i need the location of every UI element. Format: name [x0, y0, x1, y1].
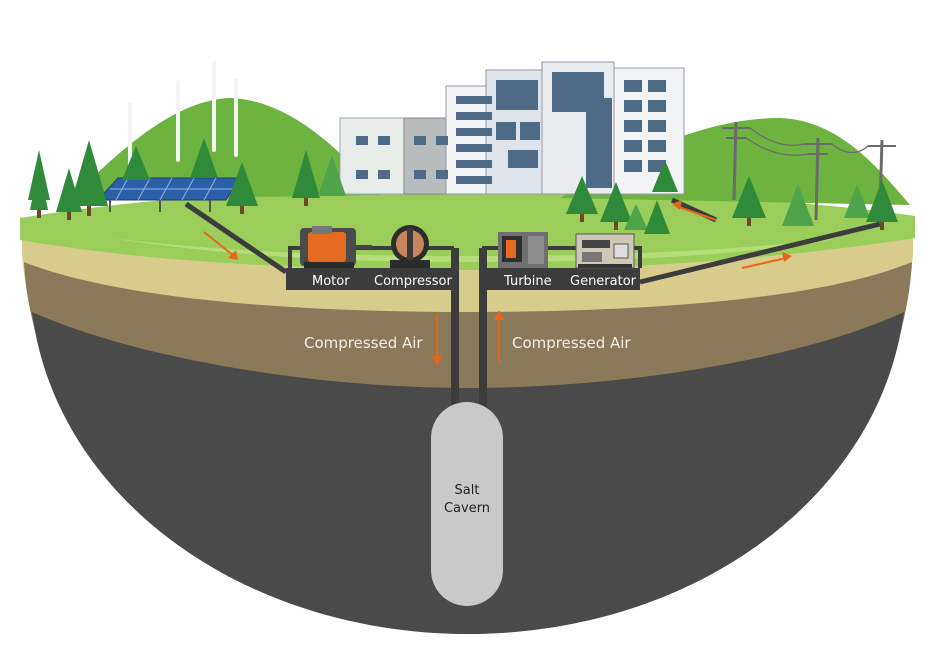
input-cable	[184, 201, 288, 275]
turbine-label: Turbine	[503, 274, 552, 289]
flow-arrows	[203, 200, 792, 366]
building-icon	[339, 117, 411, 195]
motor-icon	[300, 226, 372, 268]
arrow-grid-out-icon	[741, 252, 792, 269]
tree-icon	[566, 176, 598, 222]
tree-icon	[844, 184, 870, 218]
power-pole-icon	[722, 121, 750, 201]
arrow-grid-in-icon	[672, 200, 717, 221]
tree-icon	[732, 176, 766, 226]
compressed-air-down-label: Compressed Air	[304, 334, 423, 352]
arrow-down-icon	[432, 314, 442, 366]
compressed-air-up-label: Compressed Air	[512, 334, 631, 352]
tree-icon	[190, 138, 218, 178]
wind-turbine-icon	[194, 20, 242, 152]
down-shaft	[451, 248, 459, 408]
compressor-icon	[390, 225, 430, 268]
tree-icon	[122, 146, 150, 180]
solar-panel-icon	[96, 177, 241, 212]
tree-icon	[782, 184, 814, 226]
wind-turbines	[106, 20, 268, 177]
salt-cavern	[431, 402, 503, 606]
tree-icon	[226, 162, 258, 214]
tree-icon	[70, 140, 108, 216]
wind-turbine-icon	[214, 42, 268, 157]
tree-icon	[866, 180, 898, 230]
arrow-solar-icon	[203, 231, 238, 260]
arrow-up-icon	[494, 310, 504, 362]
compressor-label: Compressor	[374, 274, 453, 289]
power-pole-icon	[804, 137, 832, 221]
right-platform	[482, 268, 640, 290]
left-platform	[286, 268, 454, 290]
grass-light-band	[110, 238, 840, 262]
tree-icon	[318, 155, 346, 196]
output-cable	[639, 221, 881, 285]
cavern-label-line2: Cavern	[444, 501, 490, 516]
generator-label: Generator	[570, 274, 637, 289]
tree-icon	[652, 160, 678, 192]
trees	[28, 138, 898, 234]
tree-icon	[624, 204, 648, 230]
tree-icon	[600, 182, 632, 230]
turbine-icon	[498, 232, 548, 268]
generator-icon	[575, 233, 635, 269]
tree-icon	[292, 150, 320, 206]
buildings	[339, 61, 685, 195]
building-windows	[356, 72, 666, 188]
motor-label: Motor	[312, 274, 350, 289]
tree-icon	[28, 150, 50, 218]
wind-turbine-icon	[154, 42, 208, 162]
tree-icon	[644, 200, 670, 234]
up-shaft	[479, 248, 487, 408]
cavern-label-line1: Salt	[455, 483, 480, 498]
